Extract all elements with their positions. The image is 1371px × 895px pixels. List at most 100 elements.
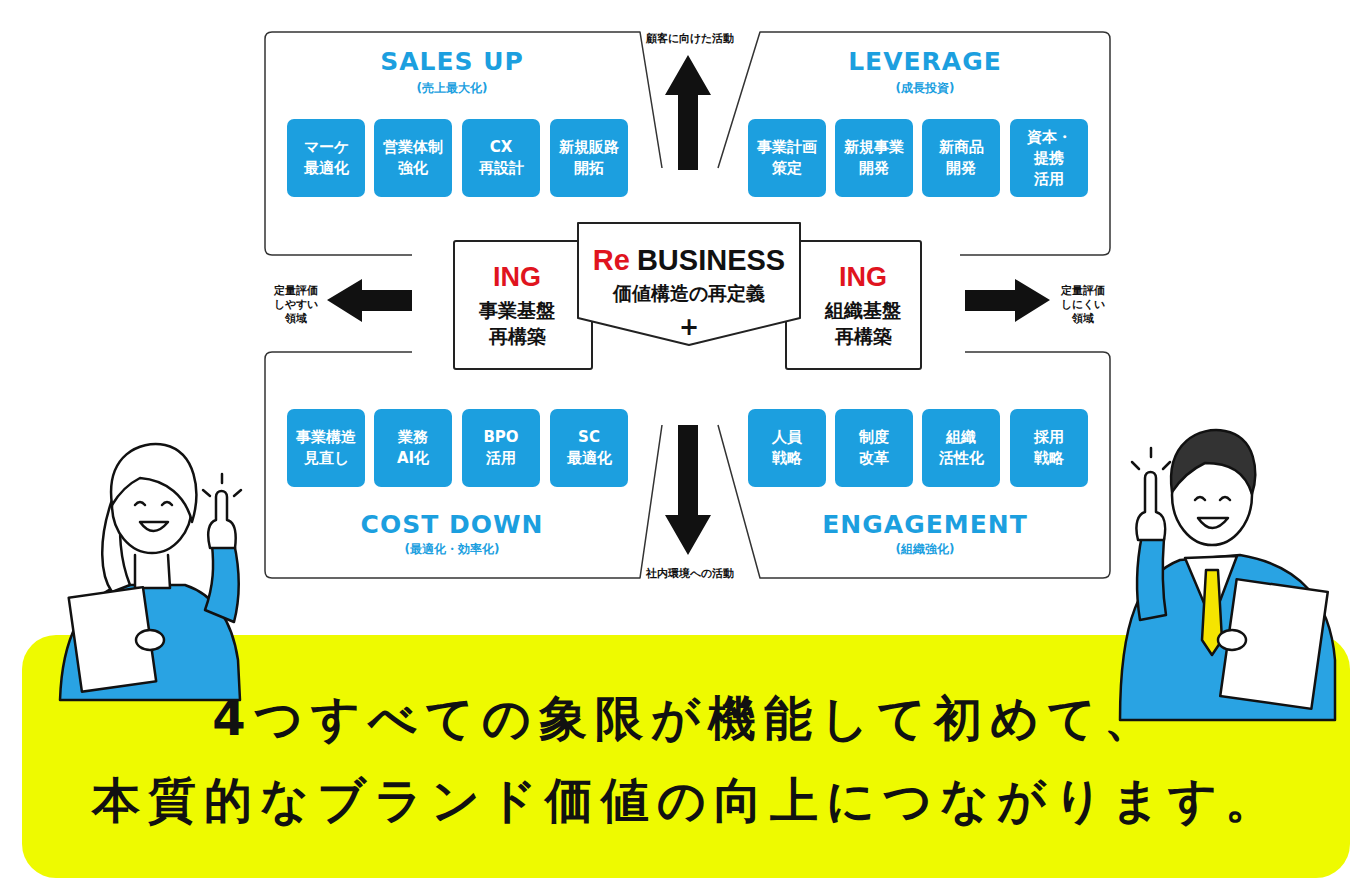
man-raised-hand xyxy=(1136,472,1165,540)
message-text: 4つすべての象限が機能して初めて、 本質的なブランド価値の向上につながります。 xyxy=(86,677,1286,841)
direction-label: 定量評価 しやすい 領域 xyxy=(274,283,318,325)
action-label: 新商品 開発 xyxy=(939,137,984,179)
action-box: 組織 活性化 xyxy=(922,409,1000,487)
action-label: 営業体制 強化 xyxy=(383,137,443,179)
man-hand xyxy=(1218,630,1246,650)
man-figure xyxy=(1120,430,1335,720)
action-label: 事業計画 策定 xyxy=(757,137,817,179)
message-band: 4つすべての象限が機能して初めて、 本質的なブランド価値の向上につながります。 xyxy=(22,635,1350,878)
action-box: 新規販路 開拓 xyxy=(550,119,628,197)
quadrant-subtitle: (成長投資) xyxy=(755,80,1095,96)
direction-label: 社内環境への活動 xyxy=(646,566,734,581)
quadrant-panel-shape xyxy=(718,352,1110,578)
action-label: 業務 AI化 xyxy=(397,427,429,469)
sparkle-line xyxy=(203,490,210,496)
action-label: 組織 活性化 xyxy=(939,427,984,469)
action-label: CX 再設計 xyxy=(479,137,524,179)
quadrant-heading: ENGAGEMENT xyxy=(755,510,1095,540)
sparkle-line xyxy=(1132,462,1139,469)
action-box: 資本・提携 活用 xyxy=(1010,119,1088,197)
action-label: 新規販路 開拓 xyxy=(559,137,619,179)
direction-label: 顧客に向けた活動 xyxy=(646,31,734,46)
man-tie xyxy=(1202,570,1222,655)
man-hair xyxy=(1171,430,1255,494)
foundation-label: 事業基盤 再構築 xyxy=(479,297,555,349)
man-eye xyxy=(1195,497,1205,500)
quadrant-heading: COST DOWN xyxy=(282,510,622,540)
man-head xyxy=(1172,445,1252,545)
core-subtitle: + xyxy=(577,314,801,340)
quadrant-subtitle: (売上最大化) xyxy=(282,80,622,96)
quadrant-heading: LEVERAGE xyxy=(755,47,1095,77)
action-label: マーケ 最適化 xyxy=(304,137,349,179)
action-label: 人員 戦略 xyxy=(772,427,802,469)
action-box: CX 再設計 xyxy=(462,119,540,197)
action-label: 資本・提携 活用 xyxy=(1027,127,1072,190)
action-label: 事業構造 見直し xyxy=(296,427,356,469)
quadrant-panel-shape xyxy=(265,352,662,578)
action-box: 業務 AI化 xyxy=(374,409,452,487)
woman-head xyxy=(112,457,192,553)
man-arm xyxy=(1137,535,1166,620)
sparkle-line xyxy=(221,474,224,483)
sparkle-line xyxy=(234,490,241,496)
action-label: SC 最適化 xyxy=(567,427,612,469)
down-arrow xyxy=(665,425,711,555)
woman-papers xyxy=(69,587,156,692)
man-body xyxy=(1120,555,1335,720)
action-box: SC 最適化 xyxy=(550,409,628,487)
woman-raised-hand xyxy=(208,491,236,548)
foundation-text-wrap: 組織基盤 再構築 xyxy=(802,297,924,349)
action-box: BPO 活用 xyxy=(462,409,540,487)
action-box: マーケ 最適化 xyxy=(287,119,365,197)
ing-label: ING xyxy=(802,261,924,293)
action-box: 人員 戦略 xyxy=(748,409,826,487)
core-shield: ReBUSINESS価値構造の再定義+ xyxy=(577,222,801,346)
foundation-box: ING 事業基盤 再構築 xyxy=(453,240,593,370)
quadrant-heading: SALES UP xyxy=(282,47,622,77)
woman-mouth xyxy=(140,522,168,531)
woman-body xyxy=(60,585,240,700)
quadrant-panel-shape xyxy=(265,32,662,255)
core-title: BUSINESS xyxy=(637,242,785,278)
action-label: 採用 戦略 xyxy=(1034,427,1064,469)
ing-label: ING xyxy=(455,261,579,293)
woman-arm xyxy=(205,543,239,622)
foundation-box: ING 組織基盤 再構築 xyxy=(785,240,922,370)
woman-eye xyxy=(135,502,145,505)
action-box: 制度 改革 xyxy=(835,409,913,487)
action-box: 営業体制 強化 xyxy=(374,119,452,197)
woman-hand xyxy=(136,630,164,650)
foundation-label: 組織基盤 再構築 xyxy=(825,297,901,349)
action-box: 新規事業 開発 xyxy=(835,119,913,197)
woman-hair xyxy=(111,444,196,522)
left-arrow xyxy=(327,279,412,322)
quadrant-subtitle: (組織強化) xyxy=(755,541,1095,557)
core-title: Re xyxy=(593,242,630,278)
direction-label: 定量評価 しにくい 領域 xyxy=(1061,283,1105,325)
man-eye xyxy=(1220,497,1230,500)
core-title-row: ReBUSINESS xyxy=(577,242,801,278)
action-box: 新商品 開発 xyxy=(922,119,1000,197)
woman-eye xyxy=(162,502,172,505)
action-label: 新規事業 開発 xyxy=(844,137,904,179)
foundation-text-wrap: 事業基盤 再構築 xyxy=(455,297,579,349)
woman-hair-back xyxy=(102,500,130,592)
woman-neck xyxy=(135,555,170,588)
quadrant-panel-shape xyxy=(718,32,1110,255)
up-arrow xyxy=(665,55,711,170)
core-shield-shape xyxy=(578,223,800,345)
man-mouth xyxy=(1198,518,1228,528)
sparkle-line xyxy=(1163,462,1170,469)
action-box: 事業構造 見直し xyxy=(287,409,365,487)
action-box: 事業計画 策定 xyxy=(748,119,826,197)
sparkle-line xyxy=(1150,448,1153,457)
action-box: 採用 戦略 xyxy=(1010,409,1088,487)
quadrant-subtitle: (最適化・効率化) xyxy=(282,541,622,557)
action-label: 制度 改革 xyxy=(859,427,889,469)
right-arrow xyxy=(965,279,1050,322)
woman-figure xyxy=(60,444,241,700)
man-shirt xyxy=(1185,556,1237,622)
quadrant-panel: COST DOWN(最適化・効率化) 事業構造 見直し 業務 AI化 BPO 活用 SC… xyxy=(265,352,665,579)
